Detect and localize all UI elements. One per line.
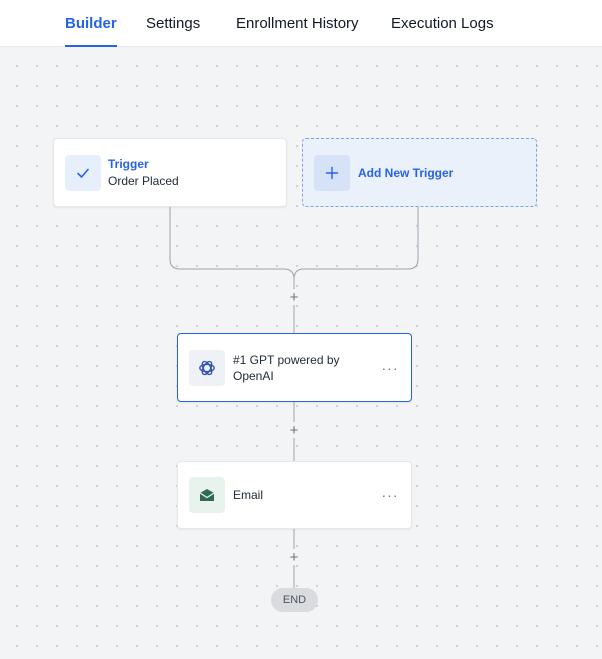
add-step-button[interactable]: + [286,289,302,305]
plus-icon [314,154,350,191]
openai-icon [189,349,225,386]
tab-execution-logs[interactable]: Execution Logs [391,15,494,32]
tab-enrollment-history[interactable]: Enrollment History [236,15,359,32]
add-step-button[interactable]: + [286,549,302,565]
add-step-button[interactable]: + [286,422,302,438]
trigger-event: Order Placed [108,173,179,188]
trigger-title: Trigger [108,156,149,171]
check-icon [65,154,101,191]
tab-builder[interactable]: Builder [65,0,117,47]
trigger-card[interactable]: Trigger Order Placed [53,138,287,207]
tab-settings[interactable]: Settings [146,15,201,32]
top-navigation: Builder Settings Enrollment History Exec… [0,0,602,47]
end-node: END [271,588,318,612]
action-label-email: Email [233,488,264,502]
more-options-icon[interactable]: ··· [381,359,399,376]
add-new-trigger-button[interactable]: Add New Trigger [302,138,537,207]
add-new-trigger-label: Add New Trigger [358,165,454,180]
more-options-icon[interactable]: ··· [381,487,399,503]
email-icon [189,477,225,513]
action-card-email[interactable]: Email ··· [177,461,412,529]
action-label-openai: #1 GPT powered by OpenAI [233,352,340,383]
action-card-openai[interactable]: #1 GPT powered by OpenAI ··· [177,333,412,402]
